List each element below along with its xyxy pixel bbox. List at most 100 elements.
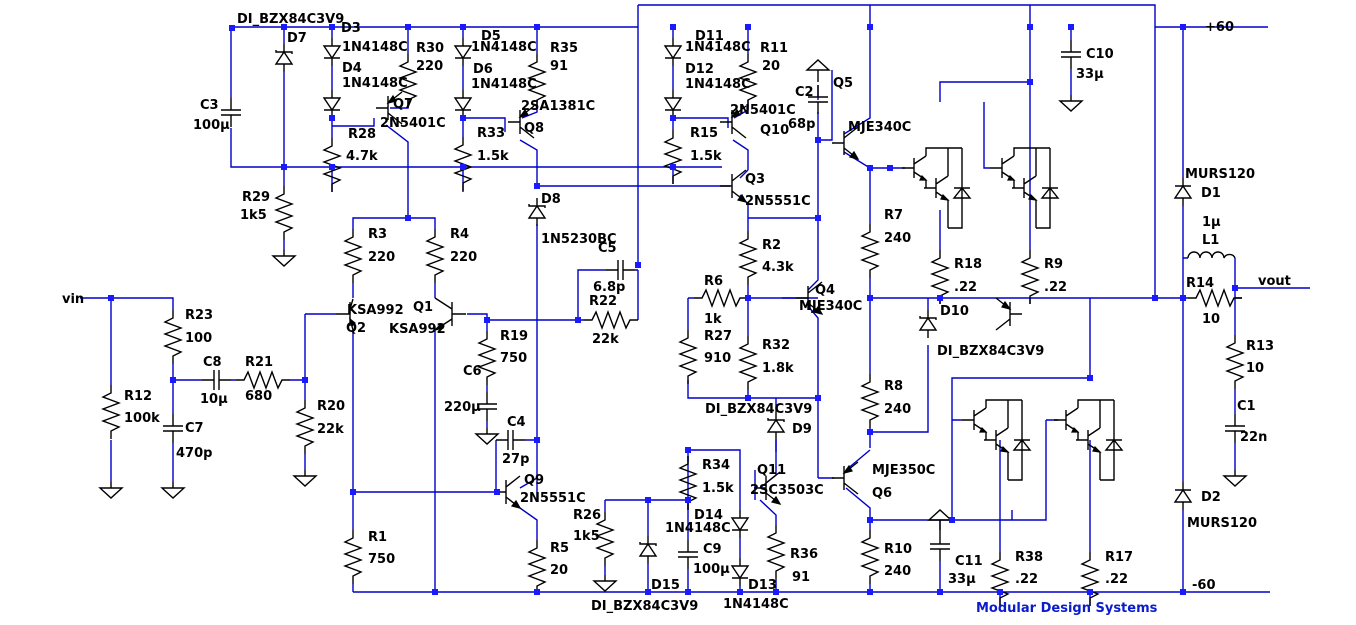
component-label: R11 <box>760 41 788 56</box>
component-label: D4 <box>342 61 362 76</box>
component-label: C8 <box>203 355 222 370</box>
component-label: 680 <box>245 389 272 404</box>
component-label: R1 <box>368 530 387 545</box>
component-label: .22 <box>954 280 977 295</box>
component-label: L1 <box>1202 233 1219 248</box>
component-label: C10 <box>1086 47 1114 62</box>
components <box>99 37 1247 607</box>
component-label: KSA992 <box>347 303 404 318</box>
component-label: 2SC3503C <box>750 483 824 498</box>
component-label: 750 <box>500 351 527 366</box>
component-label: Q10 <box>760 123 789 138</box>
component-label: 20 <box>550 563 568 578</box>
component-label: Q7 <box>393 97 413 112</box>
component-label: C5 <box>598 241 617 256</box>
component-label: MJE340C <box>848 120 911 135</box>
component-label: R20 <box>317 399 345 414</box>
component-label: R10 <box>884 542 912 557</box>
component-label: R12 <box>124 389 152 404</box>
component-label: R34 <box>702 458 730 473</box>
component-label: 910 <box>704 351 731 366</box>
component-label: 100 <box>185 331 212 346</box>
component-label: MURS120 <box>1187 516 1257 531</box>
component-label: D5 <box>481 29 501 44</box>
component-label: C7 <box>185 421 204 436</box>
component-label: R26 <box>573 508 601 523</box>
component-label: 10µ <box>200 392 228 407</box>
component-label: 10 <box>1202 312 1220 327</box>
component-label: D8 <box>541 192 561 207</box>
component-label: 68p <box>788 117 815 132</box>
component-label: 1N4148C <box>471 77 537 92</box>
component-label: Q11 <box>757 463 786 478</box>
component-label: D15 <box>651 578 680 593</box>
component-label: 2N5551C <box>520 491 586 506</box>
vout-label: vout <box>1258 274 1291 289</box>
component-label: 1.5k <box>702 481 734 496</box>
component-label: R22 <box>589 294 617 309</box>
component-label: D14 <box>694 508 723 523</box>
component-label: R8 <box>884 379 903 394</box>
component-label: R2 <box>762 238 781 253</box>
component-label: Q1 <box>413 300 433 315</box>
component-label: .22 <box>1044 280 1067 295</box>
component-label: Q8 <box>524 121 544 136</box>
component-label: R3 <box>368 227 387 242</box>
component-label: 4.7k <box>346 149 378 164</box>
component-label: 240 <box>884 402 911 417</box>
component-label: R29 <box>242 190 270 205</box>
component-label: MURS120 <box>1185 167 1255 182</box>
component-label: D1 <box>1201 186 1221 201</box>
component-label: .22 <box>1015 572 1038 587</box>
component-label: D2 <box>1201 490 1221 505</box>
component-label: 240 <box>884 564 911 579</box>
component-label: MJE350C <box>872 463 935 478</box>
component-label: MJE340C <box>799 299 862 314</box>
component-label: R30 <box>416 41 444 56</box>
component-label: D6 <box>473 62 493 77</box>
component-label: DI_BZX84C3V9 <box>591 599 698 614</box>
component-label: C9 <box>703 542 722 557</box>
component-label: 1k5 <box>240 208 267 223</box>
junctions <box>108 24 1238 595</box>
component-label: R7 <box>884 208 903 223</box>
wires <box>80 4 1310 606</box>
component-label: 220µ <box>444 400 481 415</box>
component-label: 220 <box>416 59 443 74</box>
component-label: R17 <box>1105 550 1133 565</box>
component-label: R33 <box>477 126 505 141</box>
component-label: C3 <box>200 98 219 113</box>
component-label: 1.5k <box>477 149 509 164</box>
component-label: 2N5401C <box>380 116 446 131</box>
component-label: R23 <box>185 308 213 323</box>
component-label: R18 <box>954 257 982 272</box>
rail-neg-label: -60 <box>1192 578 1216 593</box>
component-label: DI_BZX84C3V9 <box>705 402 812 417</box>
component-label: 1.8k <box>762 361 794 376</box>
component-label: R35 <box>550 41 578 56</box>
component-label: 750 <box>368 552 395 567</box>
component-label: D11 <box>695 29 724 44</box>
component-label: 2SA1381C <box>521 99 595 114</box>
component-label: 10 <box>1246 361 1264 376</box>
component-label: KSA992 <box>389 322 446 337</box>
component-label: R13 <box>1246 339 1274 354</box>
component-label: vin <box>62 292 84 307</box>
component-label: R36 <box>790 547 818 562</box>
component-label: DI_BZX84C3V9 <box>937 344 1044 359</box>
component-label: 91 <box>550 59 568 74</box>
component-label: 100µ <box>693 562 730 577</box>
component-label: 1N4148C <box>342 40 408 55</box>
component-label: 1k5 <box>573 529 600 544</box>
component-label: Q9 <box>524 473 544 488</box>
component-label: 220 <box>368 250 395 265</box>
component-label: 100k <box>124 411 160 426</box>
component-label: 2N5401C <box>730 103 796 118</box>
component-label: C4 <box>507 415 526 430</box>
component-label: R15 <box>690 126 718 141</box>
component-label: 220 <box>450 250 477 265</box>
component-label: 4.3k <box>762 260 794 275</box>
component-label: 1N4148C <box>723 597 789 612</box>
component-label: Q4 <box>815 283 835 298</box>
